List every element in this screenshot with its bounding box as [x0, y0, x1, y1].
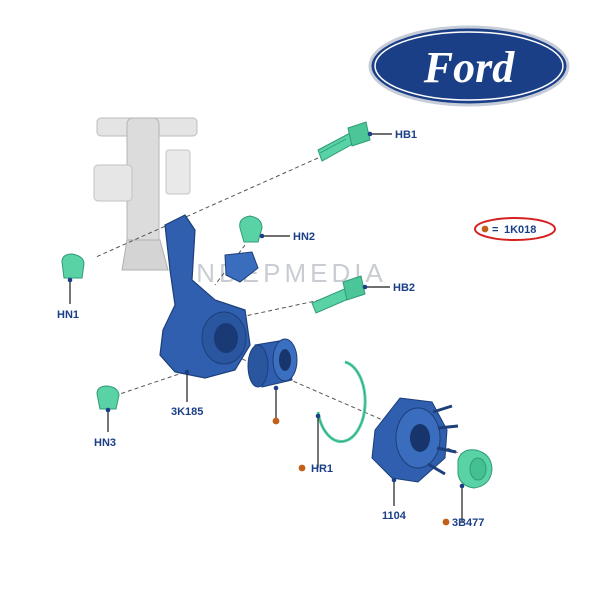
nut-hn3	[96, 385, 120, 410]
legend-equals: =	[492, 224, 498, 236]
retaining-ring-hr1	[316, 360, 367, 443]
label-hn1: HN1	[57, 309, 79, 321]
marker-bearing	[272, 417, 280, 425]
marker-hr1	[298, 464, 306, 472]
label-hb1: HB1	[395, 129, 417, 141]
marker-3b477	[442, 518, 450, 526]
ford-logo-text: Ford	[423, 43, 515, 92]
legend-part-number: 1K018	[504, 224, 536, 236]
wheel-bearing	[247, 338, 298, 388]
label-hb2: HB2	[393, 282, 415, 294]
bolt-hb1	[317, 121, 371, 162]
nut-hn2	[239, 215, 263, 243]
strut-assembly	[93, 117, 198, 271]
legend: = 1K018	[474, 217, 556, 241]
steering-knuckle-3k185	[159, 214, 259, 379]
leader-lines	[69, 133, 463, 522]
legend-marker	[481, 225, 489, 233]
label-3b477: 3B477	[452, 517, 484, 529]
bolt-hb2	[311, 275, 366, 314]
ford-logo: Ford	[368, 25, 570, 107]
orange-markers	[272, 417, 450, 526]
label-hn2: HN2	[293, 231, 315, 243]
label-dots	[67, 131, 465, 489]
nut-hn1	[61, 253, 85, 279]
label-3k185: 3K185	[171, 406, 203, 418]
wheel-hub-1104	[371, 397, 459, 483]
legend-ring	[474, 217, 556, 241]
part-labels: HB1 HN2 HN1 HB2 3K185 HN3 HR1 1104 3B477	[57, 129, 484, 529]
label-hn3: HN3	[94, 437, 116, 449]
hub-nut-3b477	[457, 449, 493, 489]
label-1104: 1104	[382, 510, 407, 522]
label-hr1: HR1	[311, 463, 333, 475]
